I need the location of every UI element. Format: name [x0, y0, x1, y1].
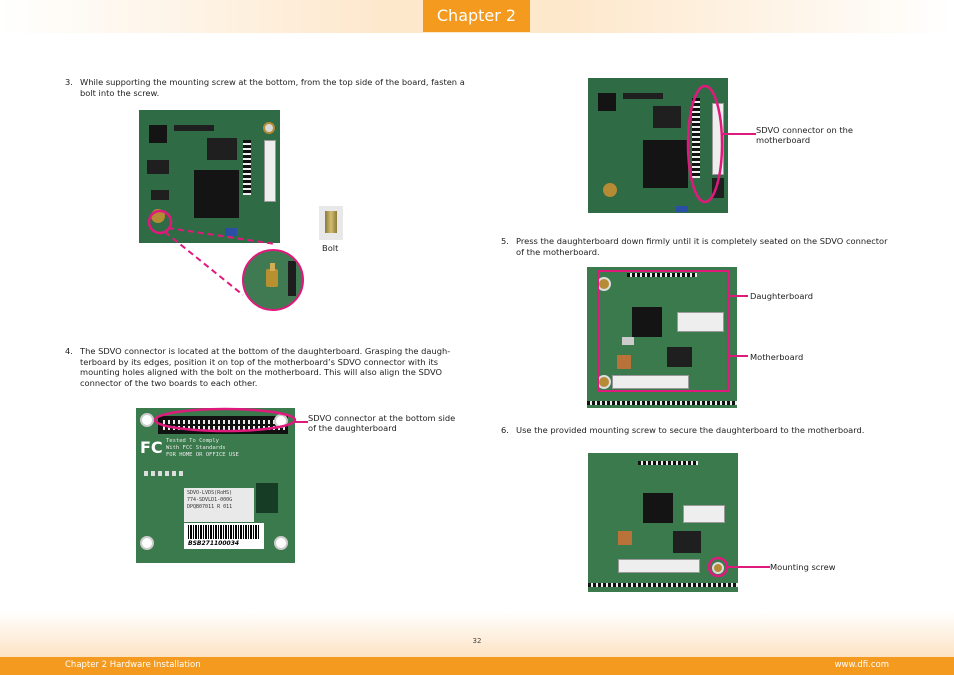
daughterboard-outline: [597, 270, 748, 392]
bolt-label: Bolt: [322, 243, 339, 253]
mounting-screw-label: Mounting screw: [770, 562, 836, 572]
step-number: 6.: [501, 425, 509, 435]
motherboard-sdvo-photo: [588, 78, 728, 213]
motherboard-label: Motherboard: [750, 352, 804, 362]
sdvo-mb-callout: [686, 84, 756, 204]
chapter-tab: Chapter 2: [423, 0, 530, 32]
bolt-zoom-circle: [242, 249, 304, 311]
daughterboard-seated-photo: [587, 267, 737, 408]
fcc-text: Tested To Comply With FCC Standards FOR …: [166, 438, 239, 458]
footer-band: [0, 612, 954, 657]
step-text: While supporting the mounting screw at t…: [80, 77, 465, 98]
daughterboard-bottom-photo: FC Tested To Comply With FCC Standards F…: [136, 408, 295, 563]
footer-website-link[interactable]: www.dfi.com: [834, 660, 889, 670]
step-4: 4. The SDVO connector is located at the …: [65, 346, 453, 388]
sdvo-db-label: SDVO connector at the bottom side of the…: [308, 413, 456, 433]
mounting-screw-callout: [707, 556, 770, 578]
sdvo-mb-label: SDVO connector on the motherboard: [756, 125, 853, 145]
page-number: 32: [472, 637, 482, 645]
daughterboard-label: Daughterboard: [750, 291, 813, 301]
mounting-screw-photo: [588, 453, 738, 592]
step-text: Press the daughterboard down firmly unti…: [516, 236, 888, 257]
zoom-callout: [147, 209, 276, 296]
step-text: The SDVO connector is located at the bot…: [80, 346, 451, 388]
step-text: Use the provided mounting screw to secur…: [516, 425, 865, 435]
part-sticker: SDVO-LVDS(RoHS) 774-SDVLD1-000G DPQB0701…: [184, 488, 254, 522]
bolt-image: [319, 206, 343, 240]
footer-chapter-title: Chapter 2 Hardware Installation: [65, 660, 201, 670]
step-number: 4.: [65, 346, 73, 356]
sdvo-db-callout: [153, 407, 308, 433]
step-3: 3. While supporting the mounting screw a…: [65, 77, 465, 98]
motherboard-photo-bolt: [139, 110, 280, 243]
footer-bar: [0, 657, 954, 675]
barcode: BSB271100034: [184, 523, 264, 549]
step-6: 6. Use the provided mounting screw to se…: [501, 425, 901, 436]
step-number: 3.: [65, 77, 73, 87]
step-5: 5. Press the daughterboard down firmly u…: [501, 236, 891, 257]
step-number: 5.: [501, 236, 509, 246]
